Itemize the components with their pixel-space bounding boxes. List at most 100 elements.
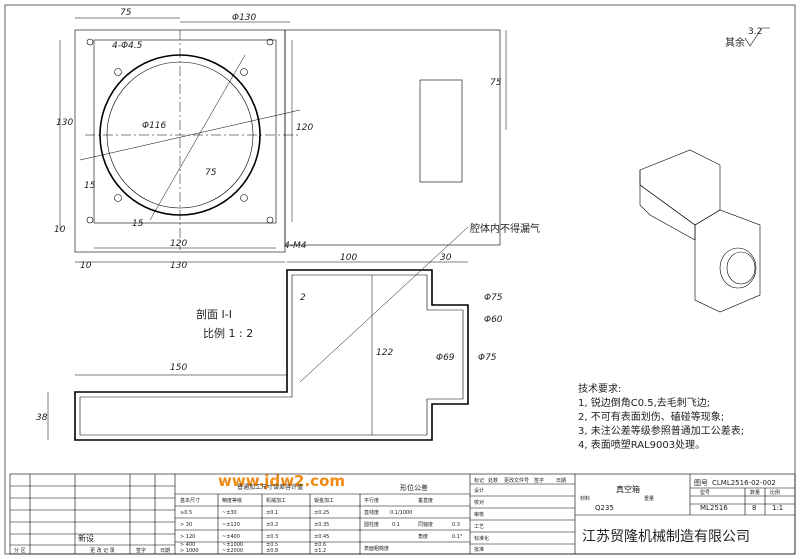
company-name: 江苏贸隆机械制造有限公司 [582,529,750,545]
dim-dia-116: Φ116 [142,121,167,131]
tol-r0-c2: ±0.1 [266,510,278,516]
material: Q235 [595,504,614,512]
sec-text-122: 122 [376,348,393,358]
section-scale: 比例 1 : 2 [203,326,253,340]
thread-hole-3 [86,216,94,224]
requirement-4: 4, 表面喷塑RAL9003处理。 [578,438,705,451]
sec-text-38: 38 [36,413,48,423]
sec-text-d75a: Φ75 [484,293,503,303]
tol-r2-c2: ±0.3 [266,534,278,540]
form-r2-c1: 0.1 [392,522,400,528]
tolerance-title: 普通加工尺寸误差容许值 [237,483,303,491]
front-view: 75 Φ130 4-Φ4.5 75 130 120 Φ116 75 15 10 … [54,8,507,271]
dim-top-75: 75 [120,8,132,18]
row-label-5: 批准 [474,546,484,553]
tol-r4-c1: ~±2000 [222,548,243,554]
tol-r4-c0: > 1000 [180,548,199,554]
hdr-model: 型号 [700,489,710,496]
section-title: 剖面 I-I [196,307,232,321]
tol-r2-c1: ~±400 [222,534,240,540]
dim-bottom-10: 10 [80,261,92,271]
hole-tr [240,68,248,76]
dim-inner-75: 75 [205,168,217,178]
requirement-1: 1, 锐边倒角C0.5,去毛刺飞边; [578,396,710,409]
tol-r0-c3: ±0.25 [314,510,329,516]
dim-dia-130: Φ130 [232,13,257,23]
dim-holes: 4-Φ4.5 [112,41,143,51]
drawing-frame [4,4,796,555]
scale-value: 1:1 [772,504,783,512]
hdr-weight: 重量 [644,495,654,502]
dim-thread: 4-M4 [284,241,307,251]
form-r4-c0: 表面粗糙度 [364,545,389,552]
model: ML2516 [700,504,728,512]
form-r2-c3: 0.3 [452,522,460,528]
roughness-symbol [744,27,770,47]
tol-r2-c3: ±0.45 [314,534,329,540]
dia-leader [79,109,301,161]
tol-r4-c3: ±1.2 [314,548,326,554]
body-outline [284,29,501,246]
tol-r3-c3: ±0.6 [314,542,326,548]
tol-r3-c1: ~±1000 [222,542,243,548]
dim-bottom-130: 130 [170,261,187,271]
form-r1-c0: 直线度 [364,509,379,516]
iso-body [694,209,761,313]
watermark: www.jdw2.com [218,472,345,490]
row-label-4: 标准化 [474,535,489,542]
tol-header-3: 钣金加工 [314,497,334,504]
sec-text-150: 150 [170,363,187,373]
requirement-3: 3, 未注公差等级参照普通加工公差表; [578,424,744,437]
drawing-no-label: 图号 [694,479,708,487]
form-r2-c2: 同轴度 [418,521,433,528]
form-r1-c1: 0.1/1000 [390,510,412,516]
tol-r0-c1: ~±30 [222,510,237,516]
thread-hole-1 [86,38,94,46]
dia-leader-2 [149,54,246,221]
bottom-label-2: 签字 [136,547,146,554]
row-label-2: 审核 [474,511,484,518]
hole-br [240,194,248,202]
sec-text-d75b: Φ75 [478,353,497,363]
tol-r1-c1: ~±120 [222,522,240,528]
form-r3-c2: 角度 [418,533,428,540]
tol-r2-c0: > 120 [180,534,195,540]
sec-text-d60: Φ60 [484,315,503,325]
dim-left-15: 15 [84,181,96,191]
sec-text-d69: Φ69 [436,353,455,363]
part-name: 真空箱 [616,484,640,494]
new-design: 新设 [78,533,94,543]
tol-header-1: 精度等级 [222,497,242,504]
surface-finish-value: 3.2 [748,27,762,37]
col-label-1: 处数 [488,477,498,484]
drawing-no: CLML2516-02-002 [712,479,776,487]
tol-r1-c0: > 30 [180,522,192,528]
dim-bottom-120: 120 [170,239,187,249]
col-label-0: 标记 [474,477,484,484]
bottom-label-3: 日期 [160,548,170,554]
iso-flange [639,170,696,241]
form-tolerance-title: 形位公差 [400,483,428,492]
tol-r4-c2: ±0.8 [266,548,278,554]
tol-r3-c2: ±0.5 [266,542,278,548]
form-r0-c2: 垂直度 [418,497,433,504]
dim-inner-120: 120 [296,123,313,133]
hole-tl [114,68,122,76]
tol-header-2: 机械加工 [266,497,286,504]
hdr-material: 材料 [580,495,590,502]
bottom-label-0: 分 区 [14,547,26,554]
hdr-qty: 数量 [750,489,760,496]
section-inner [79,274,464,436]
bottom-label-1: 更 改 记 录 [90,547,115,554]
hole-bl [114,194,122,202]
row-label-0: 设计 [474,487,484,494]
iso-port-inner [726,251,756,285]
form-r2-c0: 圆柱度 [364,521,379,528]
col-label-3: 签字 [534,477,544,484]
surface-finish-label: 其余 [725,36,745,49]
col-label-2: 更改文件号 [504,477,529,484]
quantity: 8 [752,504,756,512]
title-block-frame [9,473,796,555]
tol-r1-c2: ±0.2 [266,522,278,528]
